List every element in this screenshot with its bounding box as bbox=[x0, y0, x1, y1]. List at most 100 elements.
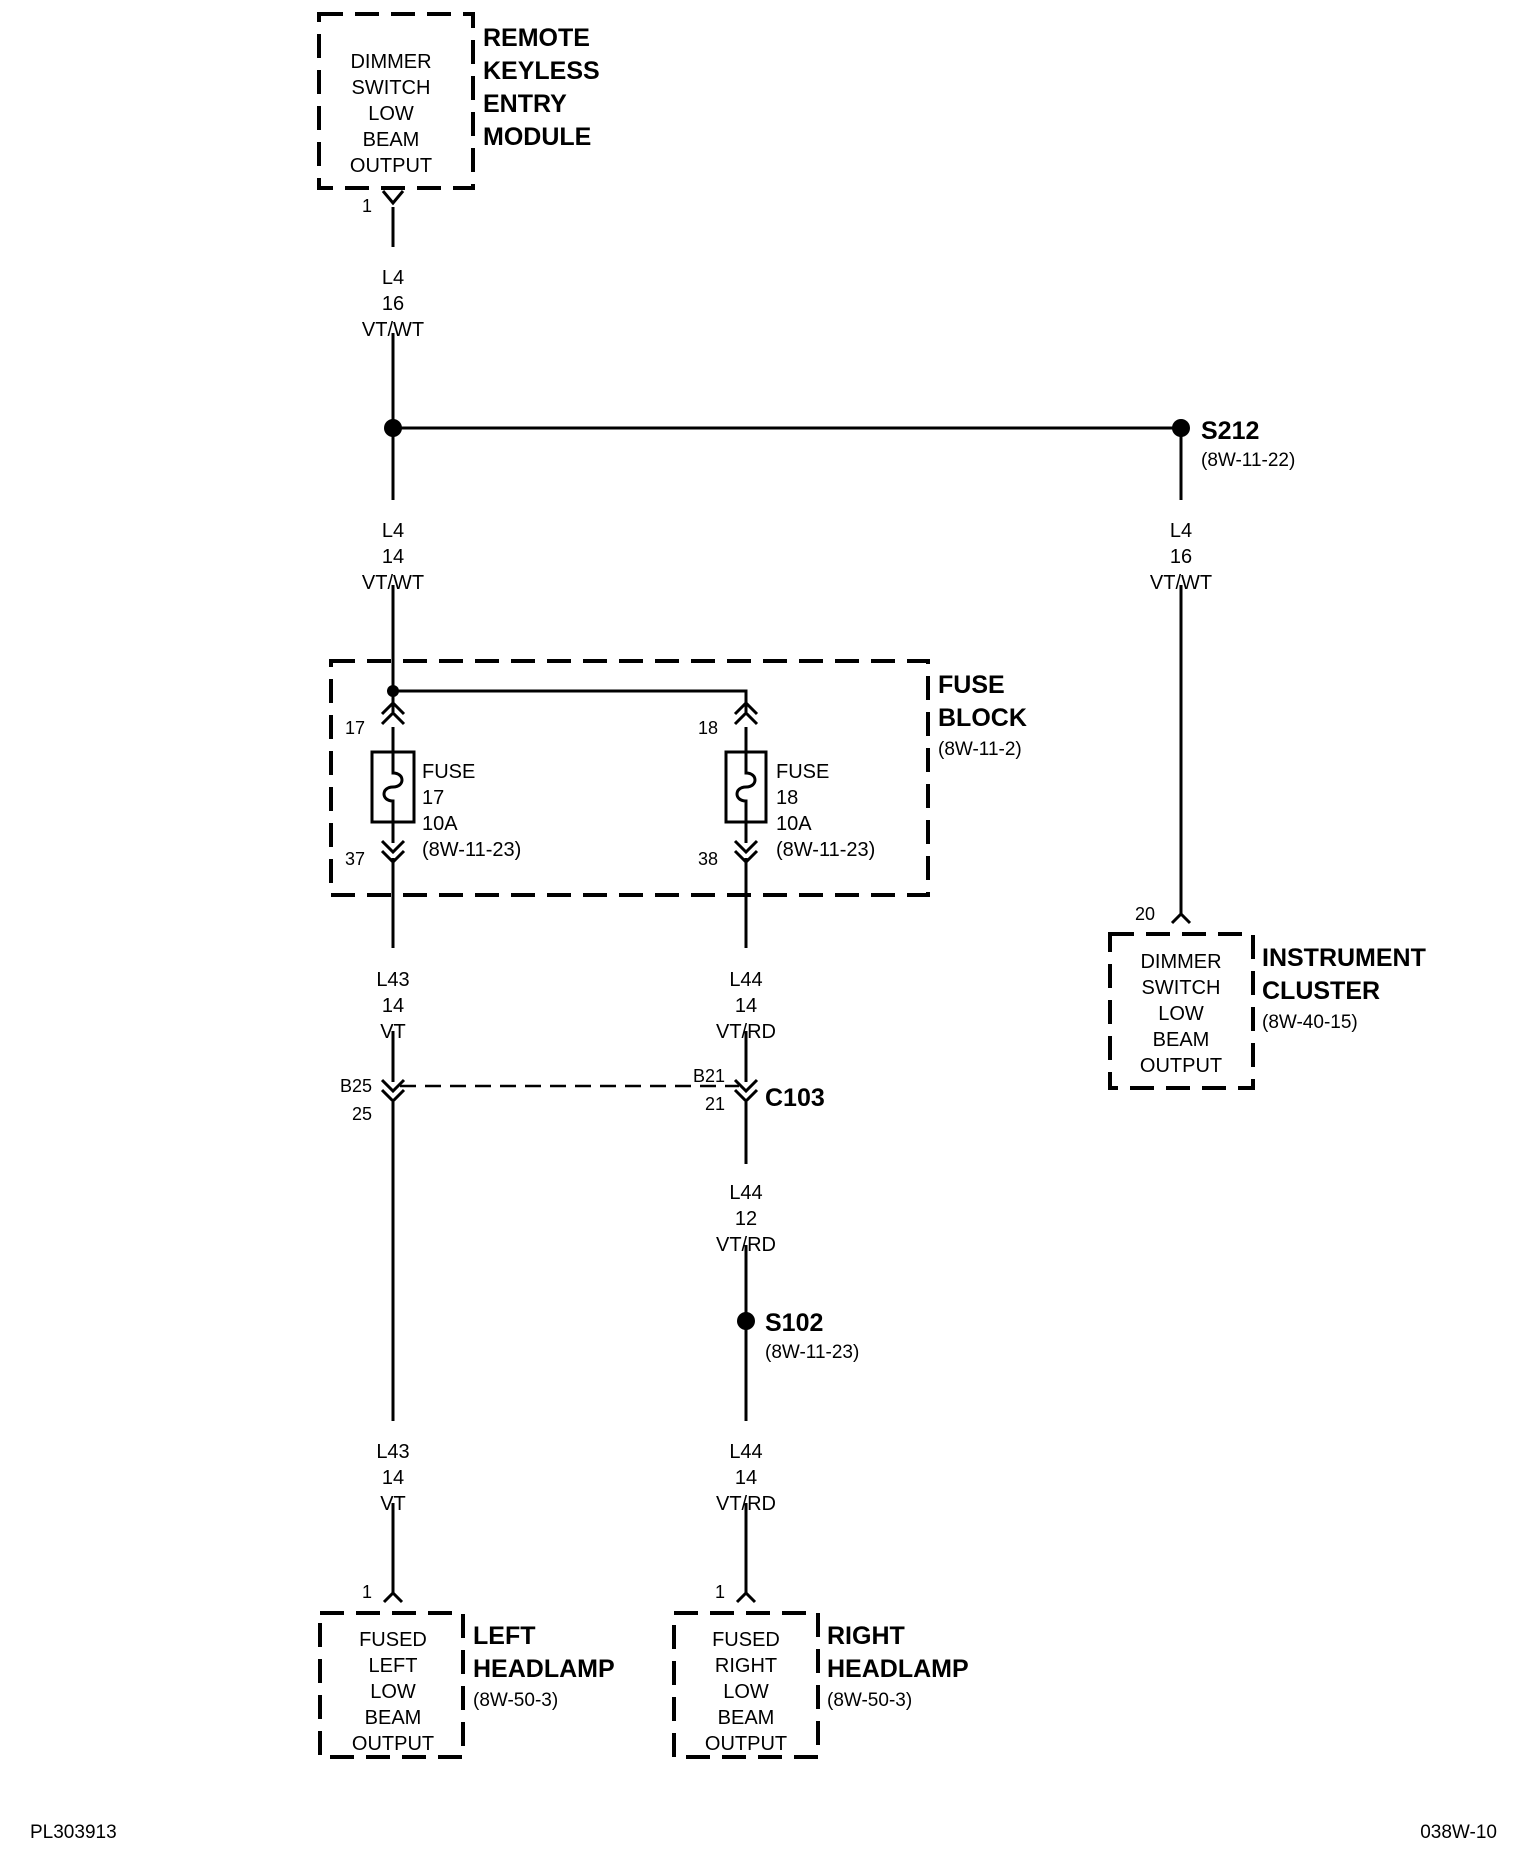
pin-b21: B21 bbox=[693, 1066, 725, 1086]
remote-keyless-entry-module-text-line: BEAM bbox=[363, 129, 420, 151]
fuse-18-text-line: FUSE bbox=[776, 761, 829, 783]
left-headlamp-text-line: OUTPUT bbox=[352, 1733, 434, 1755]
fuse-17-pin-top: 17 bbox=[345, 718, 365, 738]
label-l44-upper-line: 14 bbox=[735, 995, 757, 1017]
fuse-18-text-line: 18 bbox=[776, 787, 798, 809]
right-headlamp-title: RIGHT bbox=[827, 1622, 905, 1650]
label-l4-14-vtwt-line: 14 bbox=[382, 546, 404, 568]
remote-keyless-entry-module-title: MODULE bbox=[483, 123, 591, 151]
splice-s212-label-ref: (8W-11-22) bbox=[1201, 450, 1295, 471]
c103-cavity-21-icon bbox=[733, 1078, 759, 1104]
instrument-cluster-title: CLUSTER bbox=[1262, 977, 1380, 1005]
pin-25: 25 bbox=[352, 1104, 372, 1124]
right-headlamp-text-line: FUSED bbox=[712, 1629, 780, 1651]
label-l43-lower-line: VT bbox=[380, 1493, 406, 1515]
splice-s102 bbox=[737, 1312, 755, 1330]
c103-cavity-25-icon bbox=[380, 1078, 406, 1104]
fuse-17-element-icon bbox=[382, 752, 404, 822]
right-headlamp-pin-icon bbox=[735, 1590, 757, 1604]
label-l4-16-vtwt-top-line: 16 bbox=[382, 293, 404, 315]
remote-keyless-entry-module-text-line: SWITCH bbox=[352, 77, 431, 99]
junction-dot-fuse-bus bbox=[387, 685, 399, 697]
right-headlamp-text-line: RIGHT bbox=[715, 1655, 777, 1677]
rke-connector-pin-icon bbox=[381, 190, 405, 206]
pin-cluster-20: 20 bbox=[1135, 904, 1155, 924]
label-l44-upper-line: VT/RD bbox=[716, 1021, 776, 1043]
fuse-block-box bbox=[329, 659, 930, 897]
left-headlamp-pin-icon bbox=[382, 1590, 404, 1604]
label-l43-lower-line: 14 bbox=[382, 1467, 404, 1489]
label-l4-16-vtwt-right-line: 16 bbox=[1170, 546, 1192, 568]
left-headlamp-text-line: LOW bbox=[370, 1681, 416, 1703]
instrument-cluster-text-line: LOW bbox=[1158, 1003, 1204, 1025]
left-headlamp-text-line: BEAM bbox=[365, 1707, 422, 1729]
instrument-cluster-text-line: DIMMER bbox=[1140, 951, 1221, 973]
fuse-17-text-line: 17 bbox=[422, 787, 444, 809]
instrument-cluster-box bbox=[1108, 932, 1255, 1090]
label-l43-upper-line: VT bbox=[380, 1021, 406, 1043]
instrument-cluster-title: INSTRUMENT bbox=[1262, 944, 1426, 972]
label-l4-16-vtwt-top-line: VT/WT bbox=[362, 319, 424, 341]
fuse-18-pin-bottom: 38 bbox=[698, 849, 718, 869]
fuse-18-text-line: 10A bbox=[776, 813, 812, 835]
footer-right-code: 038W-10 bbox=[1420, 1822, 1497, 1843]
instrument-cluster-text-line: OUTPUT bbox=[1140, 1055, 1222, 1077]
right-headlamp-ref: (8W-50-3) bbox=[827, 1690, 912, 1711]
instrument-cluster-text-line: BEAM bbox=[1153, 1029, 1210, 1051]
pin-lhead-1: 1 bbox=[362, 1582, 372, 1602]
label-l4-16-vtwt-right-line: L4 bbox=[1170, 520, 1192, 542]
fuse-block-title: FUSE bbox=[938, 671, 1005, 699]
fuse-17-text-line: 10A bbox=[422, 813, 458, 835]
fuse-block-ref: (8W-11-2) bbox=[938, 739, 1022, 760]
cluster-pin-icon bbox=[1170, 911, 1192, 925]
label-l44-12-line: L44 bbox=[729, 1182, 762, 1204]
left-headlamp-text-line: FUSED bbox=[359, 1629, 427, 1651]
remote-keyless-entry-module-text-line: LOW bbox=[368, 103, 414, 125]
fuse17-input-terminal-icon bbox=[380, 700, 406, 726]
right-headlamp-text-line: BEAM bbox=[718, 1707, 775, 1729]
wire-fuse-bus bbox=[393, 689, 748, 712]
connector-c103-label: C103 bbox=[765, 1084, 825, 1112]
pin-21: 21 bbox=[705, 1094, 725, 1114]
remote-keyless-entry-module-title: KEYLESS bbox=[483, 57, 600, 85]
fuse18-input-terminal-icon bbox=[733, 700, 759, 726]
label-l4-16-vtwt-top-line: L4 bbox=[382, 267, 404, 289]
label-l44-upper-line: L44 bbox=[729, 969, 762, 991]
label-l44-12-line: 12 bbox=[735, 1208, 757, 1230]
fuse-17-text-line: FUSE bbox=[422, 761, 475, 783]
label-l43-lower-line: L43 bbox=[376, 1441, 409, 1463]
label-l4-14-vtwt-line: VT/WT bbox=[362, 572, 424, 594]
label-l44-12-line: VT/RD bbox=[716, 1234, 776, 1256]
remote-keyless-entry-module-title: ENTRY bbox=[483, 90, 567, 118]
fuse-18-element-icon bbox=[735, 752, 757, 822]
splice-s212 bbox=[1172, 419, 1190, 437]
left-headlamp-ref: (8W-50-3) bbox=[473, 1690, 558, 1711]
pin-rke-1: 1 bbox=[362, 196, 372, 216]
splice-s212-label: S212 bbox=[1201, 417, 1259, 445]
instrument-cluster-text-line: SWITCH bbox=[1142, 977, 1221, 999]
right-headlamp-title: HEADLAMP bbox=[827, 1655, 969, 1683]
fuse-17-pin-bottom: 37 bbox=[345, 849, 365, 869]
right-headlamp-box bbox=[672, 1611, 820, 1759]
fuse-18-text-line: (8W-11-23) bbox=[776, 839, 875, 861]
remote-keyless-entry-module-box bbox=[317, 12, 475, 190]
left-headlamp-text-line: LEFT bbox=[369, 1655, 418, 1677]
left-headlamp-title: LEFT bbox=[473, 1622, 536, 1650]
remote-keyless-entry-module-text-line: OUTPUT bbox=[350, 155, 432, 177]
pin-rhead-1: 1 bbox=[715, 1582, 725, 1602]
pin-b25: B25 bbox=[340, 1076, 372, 1096]
remote-keyless-entry-module-title: REMOTE bbox=[483, 24, 590, 52]
fuse-17-text-line: (8W-11-23) bbox=[422, 839, 521, 861]
fuse17-output-terminal-icon bbox=[380, 839, 406, 865]
label-l43-upper-line: L43 bbox=[376, 969, 409, 991]
splice-s102-label-ref: (8W-11-23) bbox=[765, 1342, 859, 1363]
footer-left-code: PL303913 bbox=[30, 1822, 117, 1843]
right-headlamp-text-line: OUTPUT bbox=[705, 1733, 787, 1755]
label-l44-lower-line: 14 bbox=[735, 1467, 757, 1489]
label-l4-14-vtwt-line: L4 bbox=[382, 520, 404, 542]
label-l44-lower-line: VT/RD bbox=[716, 1493, 776, 1515]
instrument-cluster-ref: (8W-40-15) bbox=[1262, 1012, 1358, 1033]
splice-s102-label: S102 bbox=[765, 1309, 823, 1337]
